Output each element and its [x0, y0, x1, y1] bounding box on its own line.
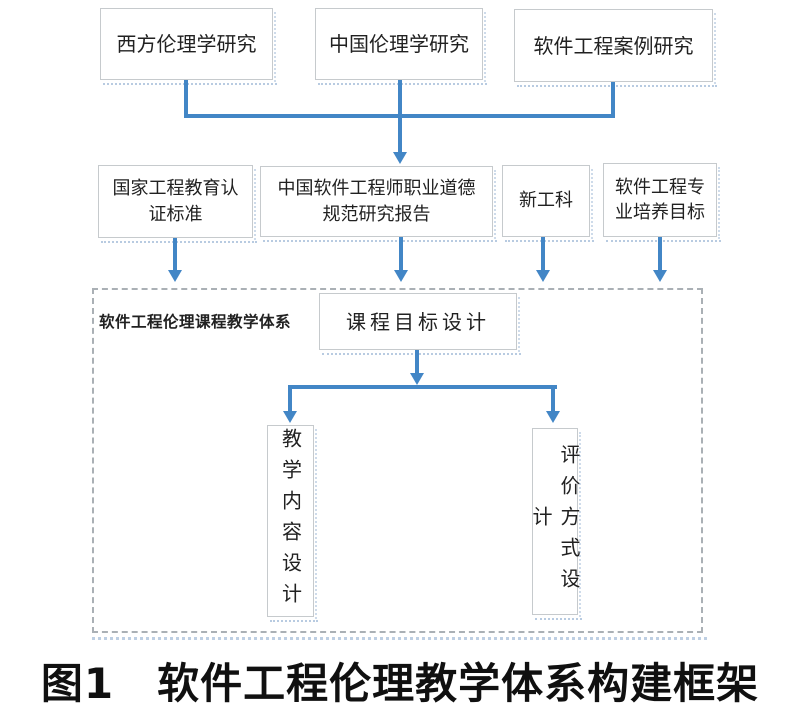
- node-label-line: 证标准: [148, 203, 203, 225]
- node-label: 软件工程案例研究: [533, 33, 694, 58]
- connector-line: [398, 80, 402, 152]
- node-new-engineering: 新工科: [502, 165, 594, 242]
- arrowhead-down: [394, 270, 408, 282]
- teaching-system-label: 软件工程伦理课程教学体系: [99, 312, 292, 331]
- figure-caption: 图1 软件工程伦理教学体系构建框架: [40, 658, 760, 708]
- node-western-ethics-research: 西方伦理学研究: [100, 8, 277, 85]
- node-label: 教学内容设计: [278, 428, 303, 614]
- node-teaching-content-design: 教学内容设计: [267, 425, 318, 622]
- node-label-line: 业培养目标: [615, 202, 705, 223]
- connector-line: [288, 389, 292, 411]
- arrowhead-down: [410, 373, 424, 385]
- connector-line: [173, 238, 177, 270]
- node-course-goal-design: 课程目标设计: [319, 293, 521, 355]
- teaching-system-container: [92, 288, 707, 640]
- connector-line: [658, 237, 662, 270]
- node-label-line: 规范研究报告: [322, 203, 431, 225]
- arrowhead-down: [653, 270, 667, 282]
- arrowhead-down: [546, 411, 560, 423]
- node-evaluation-method-design: 评价方式设计: [529, 428, 582, 620]
- connector-line: [551, 389, 555, 411]
- arrowhead-down: [168, 270, 182, 282]
- node-label: 西方伦理学研究: [116, 32, 257, 56]
- connector-line: [184, 80, 188, 118]
- connector-line: [611, 82, 615, 118]
- node-training-goals: 软件工程专 业培养目标: [603, 163, 721, 242]
- node-label-line: 中国软件工程师职业道德: [277, 178, 476, 200]
- connector-line: [288, 385, 557, 389]
- node-label-line: 国家工程教育认: [112, 178, 239, 200]
- node-chinese-ethics-research: 中国伦理学研究: [315, 8, 487, 85]
- arrowhead-down: [536, 270, 550, 282]
- connector-line: [399, 237, 403, 270]
- node-label-line: 软件工程专: [615, 176, 705, 198]
- node-label-line: 新工科: [519, 190, 573, 212]
- node-accreditation-standard: 国家工程教育认 证标准: [98, 165, 257, 243]
- node-ethics-code-report: 中国软件工程师职业道德 规范研究报告: [260, 166, 497, 242]
- connector-line: [541, 237, 545, 270]
- node-label: 中国伦理学研究: [329, 32, 469, 56]
- arrowhead-down: [393, 152, 407, 164]
- arrowhead-down: [283, 411, 297, 423]
- connector-line: [415, 350, 419, 373]
- node-label: 课程目标设计: [346, 309, 490, 334]
- node-label: 评价方式设计: [529, 444, 581, 599]
- node-se-case-research: 软件工程案例研究: [514, 9, 717, 87]
